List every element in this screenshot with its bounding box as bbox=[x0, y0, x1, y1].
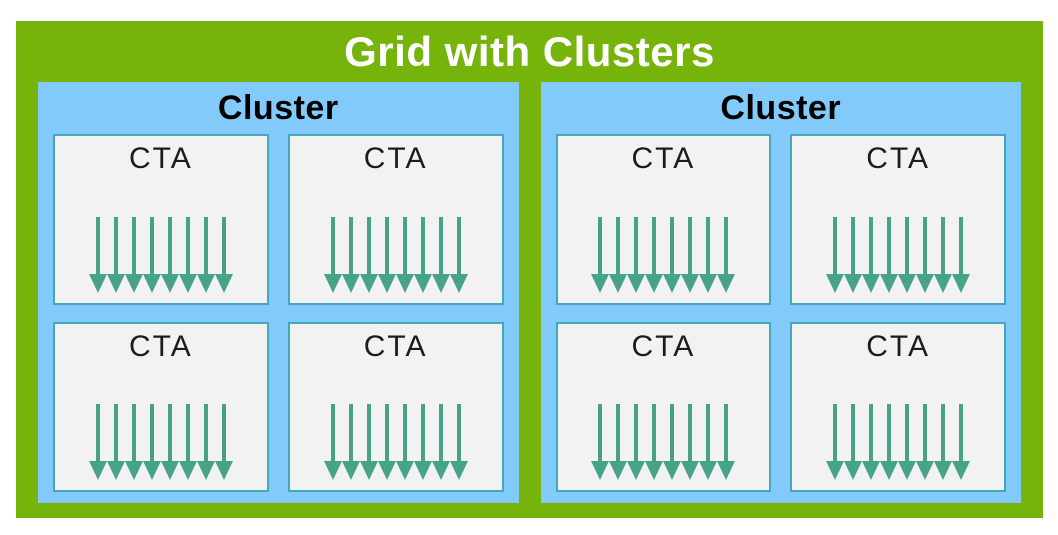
down-arrow-icon bbox=[124, 216, 143, 293]
down-arrow-icon bbox=[124, 404, 143, 480]
down-arrow-icon bbox=[341, 404, 360, 480]
down-arrow-icon bbox=[323, 404, 342, 480]
down-arrow-icon bbox=[699, 404, 718, 480]
arrow-row bbox=[88, 404, 233, 480]
cta-box: CTA bbox=[790, 134, 1006, 305]
grid-title: Grid with Clusters bbox=[344, 27, 715, 75]
down-arrow-icon bbox=[323, 216, 342, 293]
down-arrow-icon bbox=[160, 216, 179, 293]
down-arrow-icon bbox=[645, 216, 664, 293]
cta-label: CTA bbox=[128, 142, 193, 175]
down-arrow-icon bbox=[214, 216, 233, 293]
cta-grid: CTA CTA CTA CTA bbox=[38, 134, 519, 503]
down-arrow-icon bbox=[377, 404, 396, 480]
cta-label: CTA bbox=[363, 329, 428, 363]
cluster-box-1: Cluster CTA CTA CTA CTA bbox=[38, 82, 519, 503]
down-arrow-icon bbox=[377, 216, 396, 293]
down-arrow-icon bbox=[826, 404, 845, 480]
cluster-title: Cluster bbox=[217, 88, 339, 127]
arrow-row bbox=[323, 216, 468, 293]
down-arrow-icon bbox=[106, 404, 125, 480]
down-arrow-icon bbox=[952, 216, 971, 293]
cta-label: CTA bbox=[866, 142, 931, 175]
cta-box: CTA bbox=[790, 321, 1006, 492]
down-arrow-icon bbox=[663, 404, 682, 480]
arrow-row bbox=[88, 216, 233, 293]
down-arrow-icon bbox=[88, 404, 107, 480]
down-arrow-icon bbox=[862, 404, 881, 480]
down-arrow-icon bbox=[449, 404, 468, 480]
cta-box: CTA bbox=[287, 134, 504, 305]
down-arrow-icon bbox=[178, 404, 197, 480]
down-arrow-icon bbox=[413, 216, 432, 293]
down-arrow-icon bbox=[413, 404, 432, 480]
down-arrow-icon bbox=[359, 216, 378, 293]
down-arrow-icon bbox=[717, 404, 736, 480]
cluster-title: Cluster bbox=[720, 88, 842, 127]
cta-box: CTA bbox=[287, 321, 504, 492]
down-arrow-icon bbox=[88, 216, 107, 293]
down-arrow-icon bbox=[898, 404, 917, 480]
down-arrow-icon bbox=[142, 404, 161, 480]
down-arrow-icon bbox=[862, 216, 881, 293]
grid-box: Grid with Clusters Cluster CTA CTA CTA bbox=[16, 21, 1043, 518]
down-arrow-icon bbox=[196, 404, 215, 480]
down-arrow-icon bbox=[609, 404, 628, 480]
down-arrow-icon bbox=[934, 216, 953, 293]
down-arrow-icon bbox=[717, 216, 736, 293]
clusters-row: Cluster CTA CTA CTA CTA bbox=[16, 82, 1043, 518]
down-arrow-icon bbox=[395, 404, 414, 480]
cta-box: CTA bbox=[555, 134, 772, 305]
down-arrow-icon bbox=[916, 216, 935, 293]
cta-label: CTA bbox=[128, 329, 193, 363]
arrow-row bbox=[826, 216, 971, 293]
down-arrow-icon bbox=[431, 216, 450, 293]
arrow-row bbox=[591, 404, 736, 480]
down-arrow-icon bbox=[681, 404, 700, 480]
down-arrow-icon bbox=[916, 404, 935, 480]
down-arrow-icon bbox=[844, 404, 863, 480]
cta-box: CTA bbox=[555, 321, 772, 492]
down-arrow-icon bbox=[341, 216, 360, 293]
down-arrow-icon bbox=[591, 216, 610, 293]
down-arrow-icon bbox=[826, 216, 845, 293]
cta-label: CTA bbox=[631, 142, 696, 175]
arrow-row bbox=[323, 404, 468, 480]
cluster-box-2: Cluster CTA CTA CTA CTA bbox=[540, 82, 1022, 503]
cta-grid: CTA CTA CTA CTA bbox=[541, 134, 1022, 503]
down-arrow-icon bbox=[663, 216, 682, 293]
down-arrow-icon bbox=[609, 216, 628, 293]
cta-box: CTA bbox=[53, 321, 269, 492]
down-arrow-icon bbox=[449, 216, 468, 293]
down-arrow-icon bbox=[591, 404, 610, 480]
down-arrow-icon bbox=[952, 404, 971, 480]
cta-label: CTA bbox=[363, 142, 428, 175]
cta-box: CTA bbox=[53, 134, 269, 305]
arrow-row bbox=[591, 216, 736, 293]
down-arrow-icon bbox=[880, 404, 899, 480]
down-arrow-icon bbox=[106, 216, 125, 293]
down-arrow-icon bbox=[898, 216, 917, 293]
down-arrow-icon bbox=[699, 216, 718, 293]
down-arrow-icon bbox=[880, 216, 899, 293]
down-arrow-icon bbox=[681, 216, 700, 293]
down-arrow-icon bbox=[196, 216, 215, 293]
cta-label: CTA bbox=[631, 329, 696, 363]
down-arrow-icon bbox=[178, 216, 197, 293]
cta-label: CTA bbox=[866, 329, 931, 363]
down-arrow-icon bbox=[160, 404, 179, 480]
down-arrow-icon bbox=[645, 404, 664, 480]
down-arrow-icon bbox=[627, 404, 646, 480]
arrow-row bbox=[826, 404, 971, 480]
down-arrow-icon bbox=[359, 404, 378, 480]
down-arrow-icon bbox=[844, 216, 863, 293]
down-arrow-icon bbox=[431, 404, 450, 480]
down-arrow-icon bbox=[934, 404, 953, 480]
down-arrow-icon bbox=[395, 216, 414, 293]
down-arrow-icon bbox=[142, 216, 161, 293]
down-arrow-icon bbox=[214, 404, 233, 480]
down-arrow-icon bbox=[627, 216, 646, 293]
